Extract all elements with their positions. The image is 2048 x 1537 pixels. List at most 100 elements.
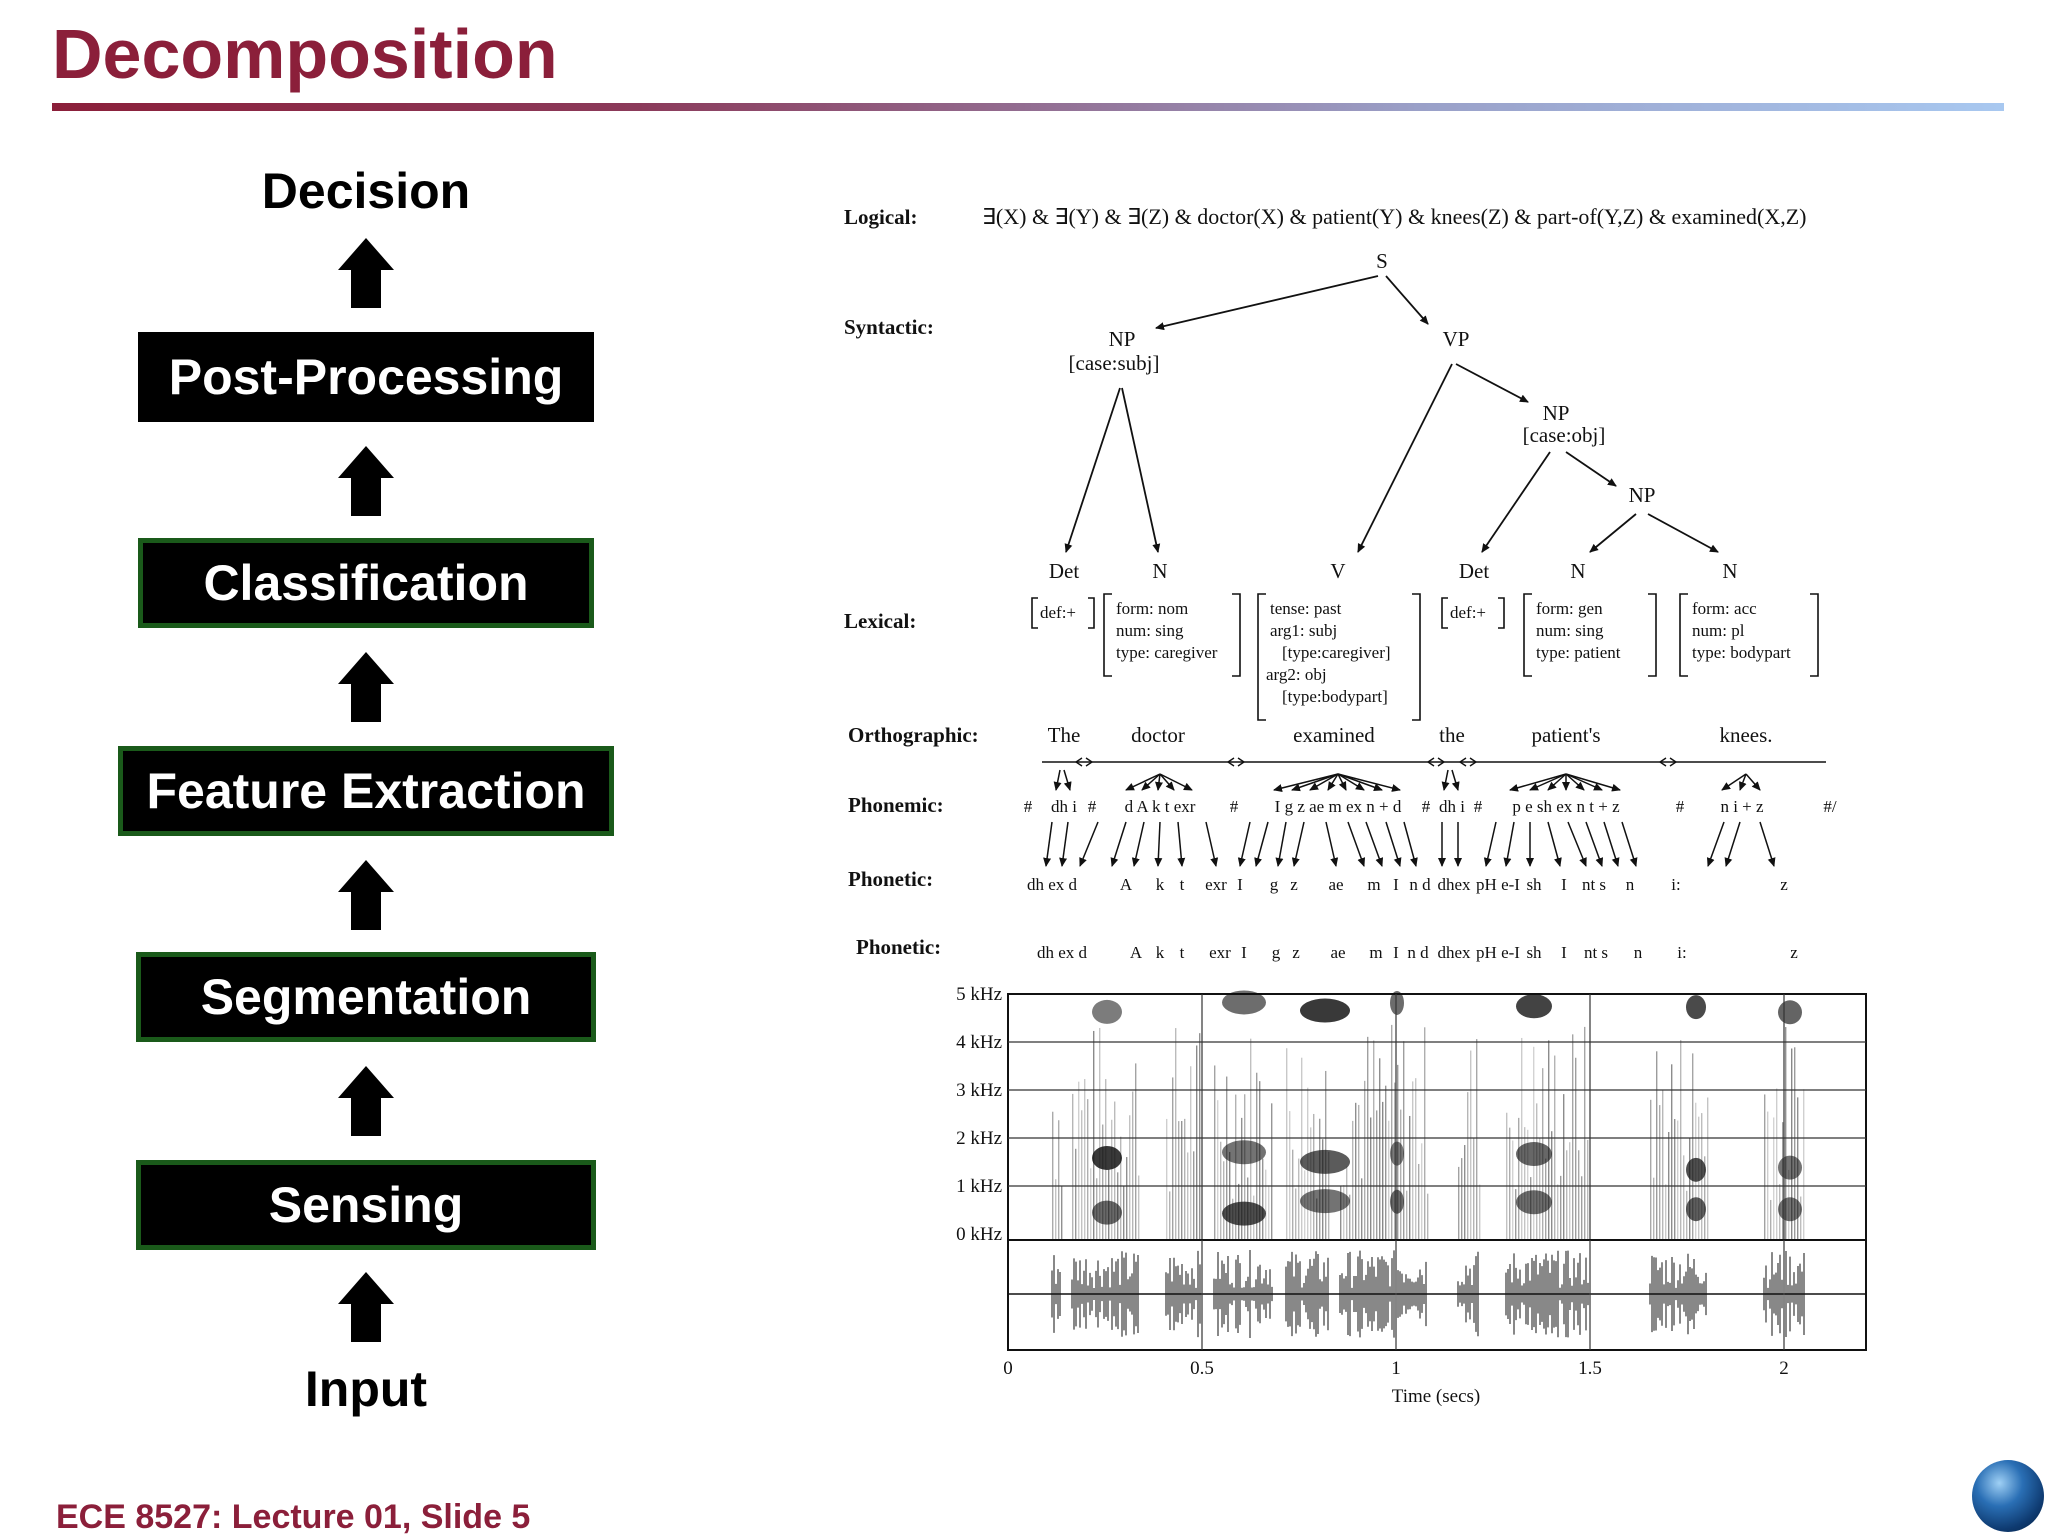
lex-n2-0: form: gen <box>1536 599 1603 618</box>
phonemic-9: p e sh ex n t + z <box>1512 797 1620 816</box>
slide-footer: ECE 8527: Lecture 01, Slide 5 <box>56 1498 531 1536</box>
formant-blob <box>1686 995 1706 1020</box>
spectro-stripe <box>1572 1034 1574 1240</box>
tree-node-np2-case: [case:obj] <box>1523 423 1606 447</box>
spectro-stripe <box>1265 1169 1267 1240</box>
formant-blob <box>1222 1201 1266 1226</box>
spectro-stripe <box>1569 1142 1571 1240</box>
spectro-stripe <box>1677 1120 1679 1240</box>
spectro-stripe <box>1379 1058 1381 1240</box>
freq-label-2k: 2 kHz <box>956 1128 1002 1149</box>
up-arrow-icon <box>338 446 394 516</box>
phonemic-3: d A k t exr <box>1125 797 1196 816</box>
spectro-stripe <box>1099 1027 1101 1240</box>
spectro-stripe <box>1406 1190 1408 1240</box>
spectro-stripe <box>1794 1047 1796 1240</box>
spectro-stripe <box>1382 1101 1384 1240</box>
tree-node-np-case: [case:subj] <box>1069 351 1160 375</box>
phone-9: m <box>1367 875 1380 894</box>
tree-node-v: V <box>1330 559 1345 583</box>
tree-node-n2: N <box>1570 559 1585 583</box>
spectro-stripe <box>1391 1024 1393 1240</box>
formant-blob <box>1092 1200 1122 1225</box>
spectro-stripe <box>1262 1158 1264 1240</box>
phone-0: dh ex d <box>1027 875 1078 894</box>
word-boundary-marks <box>1074 757 1678 767</box>
spectro-stripe <box>1587 1139 1589 1240</box>
spectro-stripe <box>1656 1051 1658 1240</box>
phone-lower-16: nt s <box>1584 943 1608 962</box>
phone-lower-14: sh <box>1526 943 1542 962</box>
spectro-stripe <box>1295 1188 1297 1240</box>
freq-label-1k: 1 kHz <box>956 1176 1002 1197</box>
spectro-stripe <box>1464 1145 1466 1240</box>
spectro-stripe <box>1764 1094 1766 1240</box>
phone-lower-13: pH e-I <box>1476 943 1520 962</box>
decision-label: Decision <box>261 163 471 219</box>
phone-6: g <box>1270 875 1279 894</box>
row-label-syntactic: Syntactic: <box>844 315 934 339</box>
row-label-orthographic: Orthographic: <box>848 723 979 747</box>
tree-node-s: S <box>1376 249 1388 273</box>
spectro-stripe <box>1286 1048 1288 1240</box>
spectro-stripe <box>1400 1109 1402 1240</box>
spectro-stripe <box>1409 1115 1411 1240</box>
spectro-stripe <box>1785 1027 1787 1240</box>
time-tick-2: 2 <box>1779 1358 1789 1379</box>
spectro-stripe <box>1791 1048 1793 1240</box>
spectro-stripe <box>1235 1094 1237 1240</box>
spectro-stripe <box>1058 1120 1060 1240</box>
spectro-stripe <box>1111 1119 1113 1240</box>
spectro-stripe <box>1554 1055 1556 1240</box>
lexical-features: def:+ form: nom num: sing type: caregive… <box>1040 599 1791 706</box>
spectro-stripe <box>1178 1121 1180 1240</box>
lex-n3-1: num: pl <box>1692 621 1745 640</box>
phone-lower-2: k <box>1156 943 1165 962</box>
tree-node-np2: NP <box>1543 401 1570 425</box>
spectro-stripe <box>1427 1193 1429 1240</box>
spectro-stripe <box>1093 1030 1095 1240</box>
spectro-stripe <box>1123 1185 1125 1240</box>
stage-classification: Classification <box>138 538 594 628</box>
spectro-stripe <box>1126 1157 1128 1240</box>
spectro-stripe <box>1244 1094 1246 1240</box>
spectro-stripe <box>1770 1199 1772 1240</box>
stage-segmentation: Segmentation <box>136 952 596 1042</box>
lex-n1-1: num: sing <box>1116 621 1184 640</box>
phonemic-5: I g z ae m ex n + d <box>1275 797 1402 816</box>
phone-lower-15: I <box>1561 943 1567 962</box>
spectro-stripe <box>1686 1190 1688 1240</box>
lex-v-4: [type:bodypart] <box>1282 687 1388 706</box>
row-label-phonemic: Phonemic: <box>848 793 944 817</box>
formant-blob <box>1778 1197 1802 1222</box>
spectro-stripe <box>1527 1129 1529 1240</box>
waveform-bursts <box>1051 1250 1805 1338</box>
spectro-stripe <box>1376 1110 1378 1240</box>
spectro-stripe <box>1132 1091 1134 1240</box>
spectro-stripe <box>1184 1118 1186 1240</box>
spectro-stripe <box>1683 1155 1685 1240</box>
spectro-stripe <box>1418 1163 1420 1240</box>
formant-blob <box>1516 994 1552 1019</box>
time-axis-label: Time (secs) <box>1392 1386 1481 1407</box>
spectro-stripe <box>1403 1041 1405 1240</box>
stage-sensing: Sensing <box>136 1160 596 1250</box>
spectro-stripe <box>1114 1101 1116 1240</box>
phone-lower-6: g <box>1272 943 1281 962</box>
phone-lower-10: I <box>1393 943 1399 962</box>
lex-n2-2: type: patient <box>1536 643 1621 662</box>
phone-lower-19: z <box>1790 943 1798 962</box>
formant-blob <box>1222 990 1266 1015</box>
spectro-stripe <box>1704 1156 1706 1240</box>
phone-8: ae <box>1328 875 1343 894</box>
slide-title: Decomposition <box>52 15 558 93</box>
spectro-stripe <box>1692 1053 1694 1240</box>
phonemic-8: # <box>1474 797 1483 816</box>
phone-lower-12: dhex <box>1437 943 1471 962</box>
spectro-stripe <box>1473 1138 1475 1240</box>
spectro-stripe <box>1458 1166 1460 1240</box>
spectro-stripe <box>1289 1111 1291 1240</box>
phone-19: z <box>1780 875 1788 894</box>
word-patients: patient's <box>1531 723 1600 747</box>
word-knees: knees. <box>1719 723 1772 747</box>
